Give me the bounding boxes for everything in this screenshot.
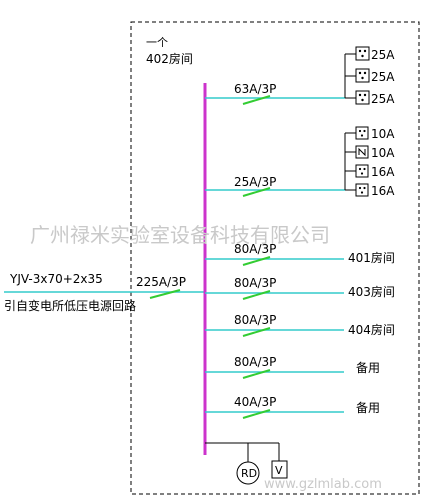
socket-icon	[355, 126, 369, 140]
branch-1: 63A/3P	[205, 82, 345, 105]
branch-7-load-label: 备用	[356, 401, 380, 415]
socket-2-rating: 25A	[371, 70, 395, 84]
branch-4-load-label: 403房间	[348, 284, 395, 299]
socket-icon	[355, 46, 370, 61]
branch-3-breaker-label: 80A/3P	[234, 242, 276, 256]
branch-5-breaker-contact	[242, 327, 271, 337]
branch-5-breaker-label: 80A/3P	[234, 313, 276, 327]
voltmeter-label: V	[275, 464, 283, 477]
socket-icon	[355, 145, 369, 159]
branch-2-breaker-contact	[242, 187, 271, 197]
meter-section: RD V	[205, 442, 288, 485]
socket-icon	[355, 90, 370, 105]
branch-4: 80A/3P 403房间	[205, 276, 395, 300]
branch-2-breaker-label: 25A/3P	[234, 175, 276, 189]
socket-1-rating: 25A	[371, 48, 395, 62]
room-name-label: 402房间	[146, 51, 193, 66]
branch-3-breaker-contact	[242, 256, 271, 266]
incoming-desc-label: 引自变电所低压电源回路	[4, 298, 136, 313]
branch-4-breaker-contact	[242, 290, 271, 300]
socket-icon	[355, 183, 369, 197]
branch-6-load-label: 备用	[356, 361, 380, 375]
branch-6: 80A/3P 备用	[205, 355, 380, 379]
socket-7-rating: 16A	[371, 184, 395, 198]
branch-5: 80A/3P 404房间	[205, 313, 395, 337]
distribution-box-outline	[130, 21, 420, 495]
website-watermark: www.gzlmlab.com	[264, 477, 382, 492]
branch-7-breaker-label: 40A/3P	[234, 395, 276, 409]
incoming-breaker-label: 225A/3P	[136, 275, 186, 289]
branch-2: 25A/3P	[205, 175, 345, 197]
socket-6-rating: 16A	[371, 165, 395, 179]
incoming-breaker-contact	[149, 289, 181, 299]
socket-4-rating: 10A	[371, 127, 395, 141]
socket-group-2: 10A 10A 16A 16A	[344, 126, 395, 198]
socket-3-rating: 25A	[371, 92, 395, 106]
company-watermark: 广州禄米实验室设备科技有限公司	[30, 223, 330, 247]
socket-icon	[355, 164, 369, 178]
room-count-label: 一个	[146, 36, 168, 49]
branch-6-breaker-label: 80A/3P	[234, 355, 276, 369]
branch-1-breaker-label: 63A/3P	[234, 82, 276, 96]
rd-meter-icon	[236, 461, 260, 485]
branch-6-breaker-contact	[242, 369, 271, 379]
socket-5-rating: 10A	[371, 146, 395, 160]
socket-group-1: 25A 25A 25A	[344, 46, 395, 106]
branch-7-breaker-contact	[242, 409, 271, 419]
branch-5-load-label: 404房间	[348, 322, 395, 337]
branch-3-load-label: 401房间	[348, 250, 395, 265]
socket-icon	[355, 68, 370, 83]
branch-3: 80A/3P 401房间	[205, 242, 395, 266]
rd-meter-label: RD	[241, 467, 257, 480]
branch-1-breaker-contact	[242, 95, 271, 105]
branch-4-breaker-label: 80A/3P	[234, 276, 276, 290]
incoming-cable-label: YJV-3x70+2x35	[9, 272, 103, 286]
voltmeter-icon	[271, 460, 288, 479]
branch-7: 40A/3P 备用	[205, 395, 380, 419]
